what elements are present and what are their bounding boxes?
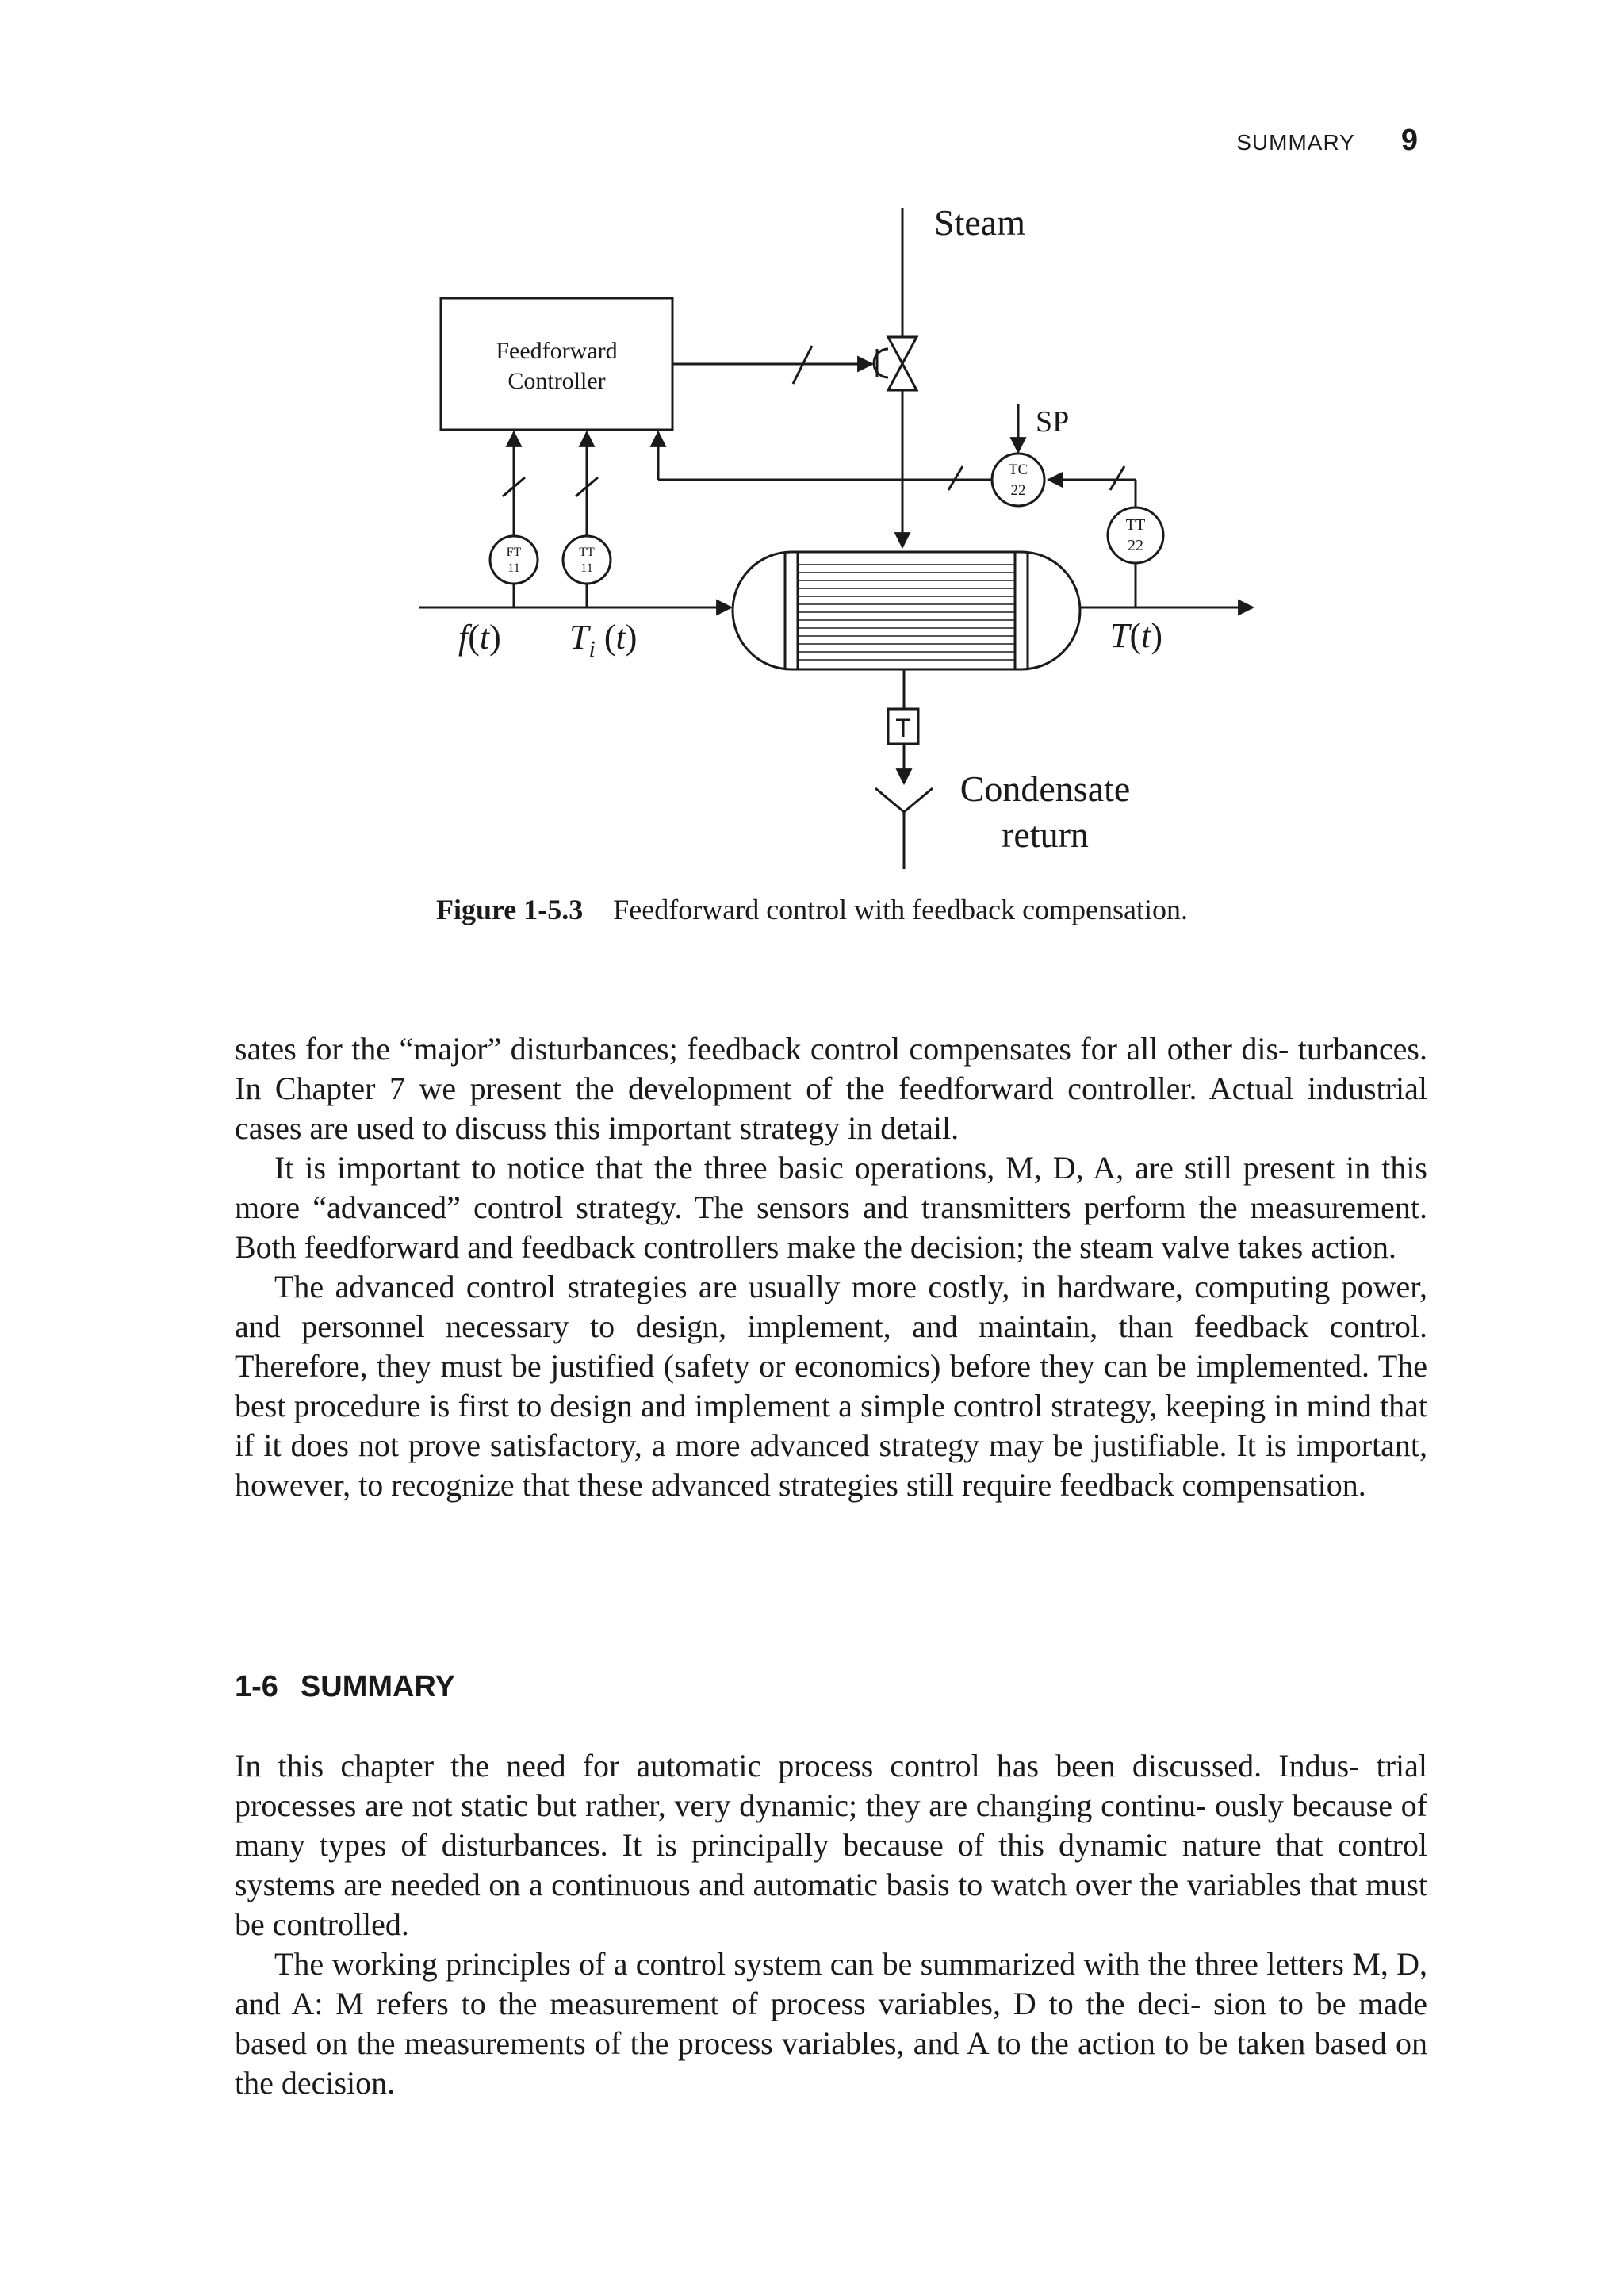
flow-variable-label: f(t) [458, 618, 501, 657]
tt11-number: 11 [580, 561, 592, 575]
section-heading: 1-6 SUMMARY [235, 1670, 455, 1704]
paragraph: The advanced control strategies are usua… [235, 1269, 1427, 1503]
condensate-label-line2: return [1002, 814, 1089, 855]
ft-11-bubble [488, 534, 539, 585]
page-header: SUMMARY 9 [1236, 124, 1418, 158]
heat-exchanger-shell [731, 550, 1082, 671]
figure-caption: Figure 1-5.3 Feedforward control with fee… [0, 893, 1624, 926]
funnel-right [903, 787, 933, 814]
condensate-label-line1: Condensate [960, 768, 1131, 809]
paragraph: sates for the “major” disturbances; feed… [235, 1031, 1427, 1146]
controller-label-line2: Controller [508, 368, 605, 394]
section-title: SUMMARY [300, 1670, 455, 1703]
control-valve [886, 335, 919, 392]
steam-trap-label: T [895, 714, 911, 742]
tt22-number: 22 [1128, 537, 1143, 554]
ft11-tag: FT [507, 546, 522, 559]
tt-11-bubble [561, 534, 612, 585]
signal-hash [791, 345, 814, 385]
tc-tag: TC [1009, 462, 1028, 478]
page-number: 9 [1400, 124, 1418, 157]
controller-label-line1: Feedforward [496, 338, 617, 364]
signal-hash [502, 476, 526, 498]
body-text-bottom: In this chapter the need for automatic p… [235, 1746, 1427, 2103]
funnel-left [875, 787, 905, 814]
figure-caption-text: Feedforward control with feedback compen… [613, 894, 1189, 925]
running-head: SUMMARY [1236, 130, 1355, 155]
signal-hash [1109, 465, 1126, 491]
ft11-number: 11 [508, 561, 519, 575]
paragraph: It is important to notice that the three… [235, 1150, 1427, 1265]
exchanger-tubes [798, 564, 1015, 661]
section-number: 1-6 [235, 1670, 278, 1703]
steam-label: Steam [934, 202, 1025, 243]
body-text-top: sates for the “major” disturbances; feed… [235, 1029, 1427, 1505]
signal-hash [947, 465, 964, 491]
tt22-tag: TT [1126, 516, 1145, 534]
outlet-temperature-label: T(t) [1110, 616, 1162, 655]
tt11-tag: TT [579, 546, 595, 559]
tc-number: 22 [1011, 482, 1026, 499]
figure-caption-label: Figure 1-5.3 [435, 894, 584, 925]
process-diagram: Steam Feedforward Controller SP TC 22 TT… [419, 202, 1255, 869]
setpoint-label: SP [1036, 405, 1069, 439]
paragraph: The working principles of a control syst… [235, 1946, 1427, 2101]
signal-hash [575, 476, 599, 498]
paragraph: In this chapter the need for automatic p… [235, 1748, 1427, 1942]
inlet-temperature-label: Ti (t) [569, 618, 637, 662]
feedforward-controller-box [439, 297, 674, 431]
